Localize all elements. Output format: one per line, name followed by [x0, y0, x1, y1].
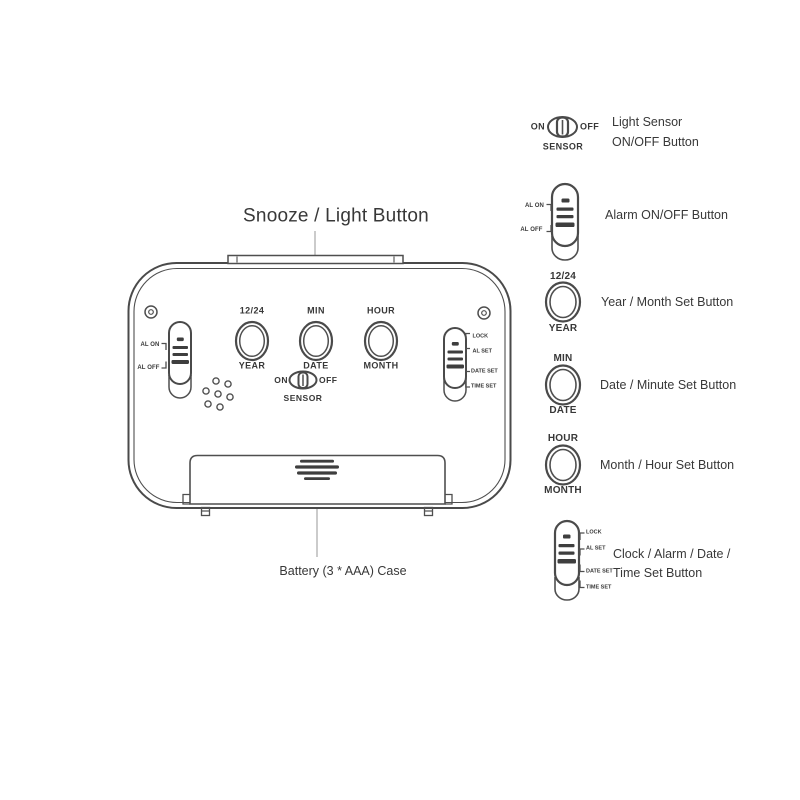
device-set-timeset-label: TIME SET: [471, 383, 497, 390]
legend-set-desc-line2: Time Set Button: [613, 565, 703, 580]
device-sensor-switch: [288, 370, 318, 390]
legend-month-top-label: HOUR: [547, 432, 579, 444]
device-alarm-slider: [161, 321, 192, 399]
legend-date-desc: Date / Minute Set Button: [600, 377, 737, 392]
device-set-lock-label: LOCK: [472, 332, 489, 339]
legend-set-lock-label: LOCK: [586, 529, 602, 536]
device-year-button-bottom-label: YEAR: [238, 360, 266, 371]
snooze-label: Snooze / Light Button: [243, 205, 429, 227]
device-set-slider: [443, 327, 470, 402]
legend-set-timeset-label: TIME SET: [586, 583, 612, 590]
legend-sensor-on-label: ON: [530, 121, 545, 132]
device-sensor-caption-label: SENSOR: [283, 392, 323, 403]
screw-right-icon: [477, 306, 491, 320]
legend-sensor-off-label: OFF: [580, 121, 600, 132]
device-month-button: [363, 320, 399, 362]
snooze-bar: [227, 254, 404, 265]
battery-label: Battery (3 * AAA) Case: [279, 563, 407, 578]
device-sensor-off-label: OFF: [319, 374, 338, 385]
device-date-button-top-label: MIN: [307, 305, 325, 316]
legend-sensor-desc-line1: Light Sensor: [612, 114, 683, 129]
legend-alarm-slider-icon: [546, 182, 580, 261]
legend-year-button-icon: [544, 281, 582, 323]
legend-sensor-desc-line2: ON/OFF Button: [612, 134, 699, 149]
device-sensor-on-label: ON: [274, 374, 288, 385]
device-alarm-off-label: AL OFF: [137, 365, 160, 371]
legend-month-bottom-label: MONTH: [544, 485, 582, 496]
speaker-grille-icon: [202, 377, 234, 411]
device-year-button-top-label: 12/24: [239, 305, 265, 316]
device-feet: [200, 506, 434, 517]
legend-sensor-caption-label: SENSOR: [542, 141, 584, 151]
legend-alarm-on-label: AL ON: [524, 203, 544, 209]
device-alarm-on-label: AL ON: [140, 341, 160, 348]
device-date-button-bottom-label: DATE: [303, 360, 329, 370]
legend-date-button-icon: [544, 364, 582, 406]
legend-month-desc: Month / Hour Set Button: [600, 457, 735, 472]
legend-set-slider-icon: [553, 519, 585, 601]
legend-alarm-desc: Alarm ON/OFF Button: [605, 207, 728, 222]
device-set-alset-label: AL SET: [472, 347, 492, 354]
legend-month-button-icon: [544, 444, 582, 486]
device-year-button: [234, 320, 270, 362]
legend-set-alset-label: AL SET: [586, 545, 606, 552]
device-set-dateset-label: DATE SET: [471, 367, 498, 374]
legend-date-bottom-label: DATE: [549, 404, 577, 416]
screw-left-icon: [144, 305, 158, 319]
legend-year-bottom-label: YEAR: [548, 323, 578, 334]
device-month-button-top-label: HOUR: [366, 305, 396, 316]
battery-case: [182, 454, 453, 505]
legend-year-desc: Year / Month Set Button: [601, 294, 734, 309]
device-month-button-bottom-label: MONTH: [363, 360, 399, 371]
legend-alarm-off-label: AL OFF: [520, 227, 543, 233]
legend-year-top-label: 12/24: [549, 271, 577, 282]
legend-date-top-label: MIN: [553, 353, 573, 364]
legend-set-dateset-label: DATE SET: [586, 567, 613, 574]
device-date-button: [298, 320, 334, 362]
legend-set-desc-line1: Clock / Alarm / Date /: [613, 546, 731, 561]
legend-sensor-switch-icon: [547, 116, 578, 138]
